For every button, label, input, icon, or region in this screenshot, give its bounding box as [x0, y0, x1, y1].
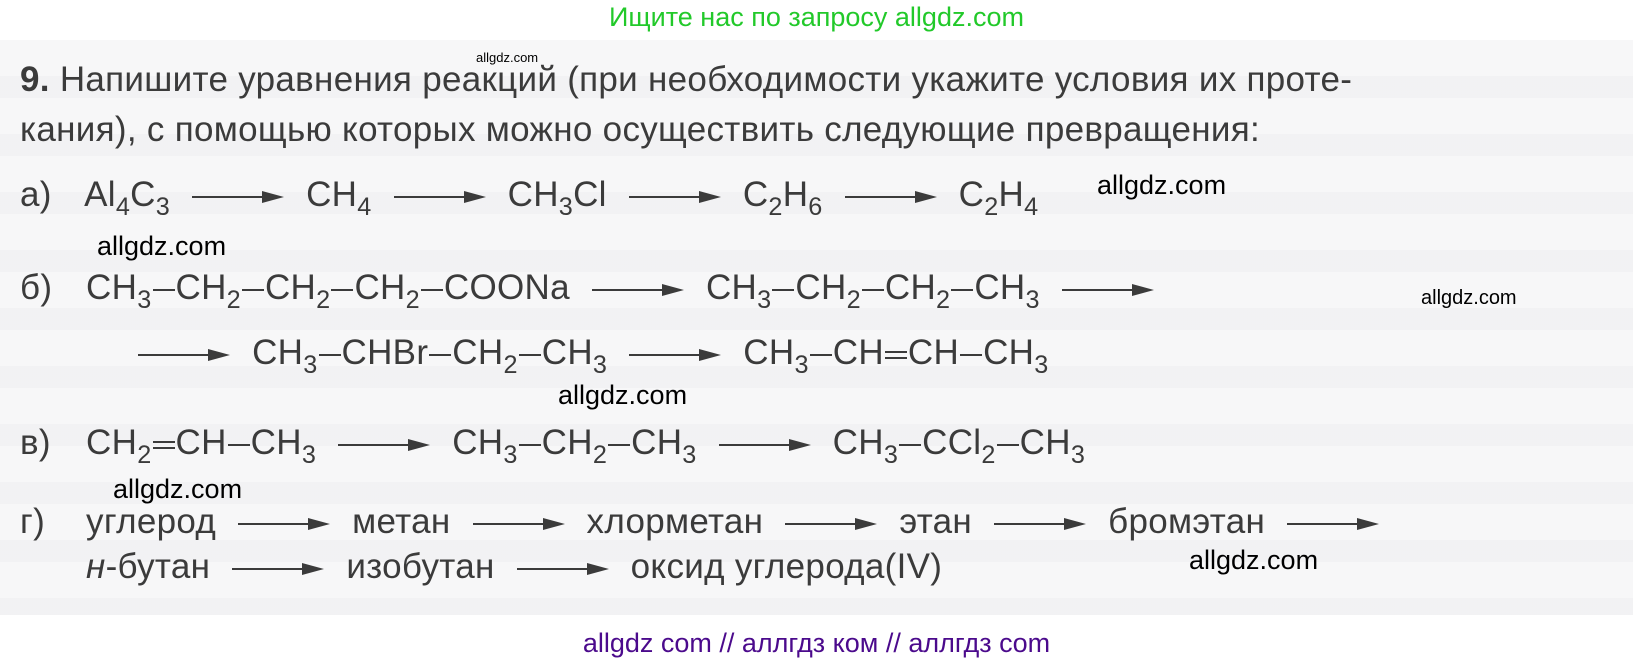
- reaction-arrow-icon: [138, 348, 231, 361]
- reaction-arrow-icon: [238, 517, 331, 530]
- reaction-arrow-icon: [393, 190, 486, 203]
- word-carbon: углерод: [86, 502, 217, 541]
- formula-c2h6: C2H6: [742, 175, 823, 221]
- reaction-arrow-icon: [994, 517, 1087, 530]
- word-carbon-dioxide: оксид углерода(IV): [630, 547, 943, 586]
- reaction-arrow-icon: [1061, 283, 1154, 296]
- word-chloromethane: хлорметан: [586, 502, 764, 541]
- reaction-arrow-icon: [591, 283, 684, 296]
- word-methane: метан: [352, 502, 451, 541]
- reaction-arrow-icon: [192, 190, 285, 203]
- watermark: allgdz.com: [113, 474, 243, 504]
- task-number: 9.: [20, 60, 50, 99]
- item-label: а): [20, 175, 52, 214]
- word-isobutane: изобутан: [346, 547, 495, 586]
- reaction-arrow-icon: [516, 562, 609, 575]
- reaction-arrow-icon: [338, 438, 431, 451]
- task-instruction-cont: кания), с помощью которых можно осуществ…: [20, 110, 1261, 149]
- word-n-butane: н-бутан: [86, 547, 211, 586]
- watermark: allgdz.com: [1097, 170, 1227, 200]
- reaction-arrow-icon: [629, 348, 722, 361]
- reaction-arrow-icon: [1287, 517, 1380, 530]
- reaction-arrow-icon: [844, 190, 937, 203]
- word-ethane: этан: [899, 502, 973, 541]
- formula-ch4: CH4: [306, 175, 372, 221]
- reaction-arrow-icon: [718, 438, 811, 451]
- item-g-line-2: н-бутан изобутан оксид углерода(IV): [20, 547, 942, 587]
- task-instruction: Напишите уравнения реакций (при необходи…: [59, 60, 1353, 99]
- top-banner-link[interactable]: Ищите нас по запросу allgdz.com: [609, 2, 1024, 32]
- item-label: г): [20, 502, 46, 541]
- watermark: allgdz.com: [476, 50, 539, 65]
- reaction-arrow-icon: [472, 517, 565, 530]
- formula-ch3cl: CH3Cl: [507, 175, 607, 221]
- item-g-line-1: г) углерод метан хлорметан этан бромэтан: [20, 502, 1391, 542]
- formula-c2h4: C2H4: [958, 175, 1039, 221]
- watermark: allgdz.com: [558, 380, 688, 410]
- item-label: в): [20, 423, 51, 462]
- bottom-banner-link[interactable]: allgdz com // аллгдз ком // аллгдз com: [582, 628, 1051, 658]
- item-a: а) Al4C3 CH4 CH3Cl C2H6 C2H4: [20, 175, 1039, 221]
- formula-al4c3: Al4C3: [84, 175, 171, 221]
- reaction-arrow-icon: [232, 562, 325, 575]
- reaction-arrow-icon: [785, 517, 878, 530]
- reaction-arrow-icon: [628, 190, 721, 203]
- watermark: allgdz.com: [1189, 545, 1319, 575]
- watermark: allgdz.com: [97, 231, 227, 261]
- task-text-line-2: кания), с помощью которых можно осуществ…: [20, 110, 1260, 150]
- item-label: б): [20, 268, 53, 307]
- task-text-line-1: 9. Напишите уравнения реакций (при необх…: [20, 60, 1352, 100]
- watermark: allgdz.com: [1421, 287, 1517, 309]
- word-bromoethane: бромэтан: [1108, 502, 1266, 541]
